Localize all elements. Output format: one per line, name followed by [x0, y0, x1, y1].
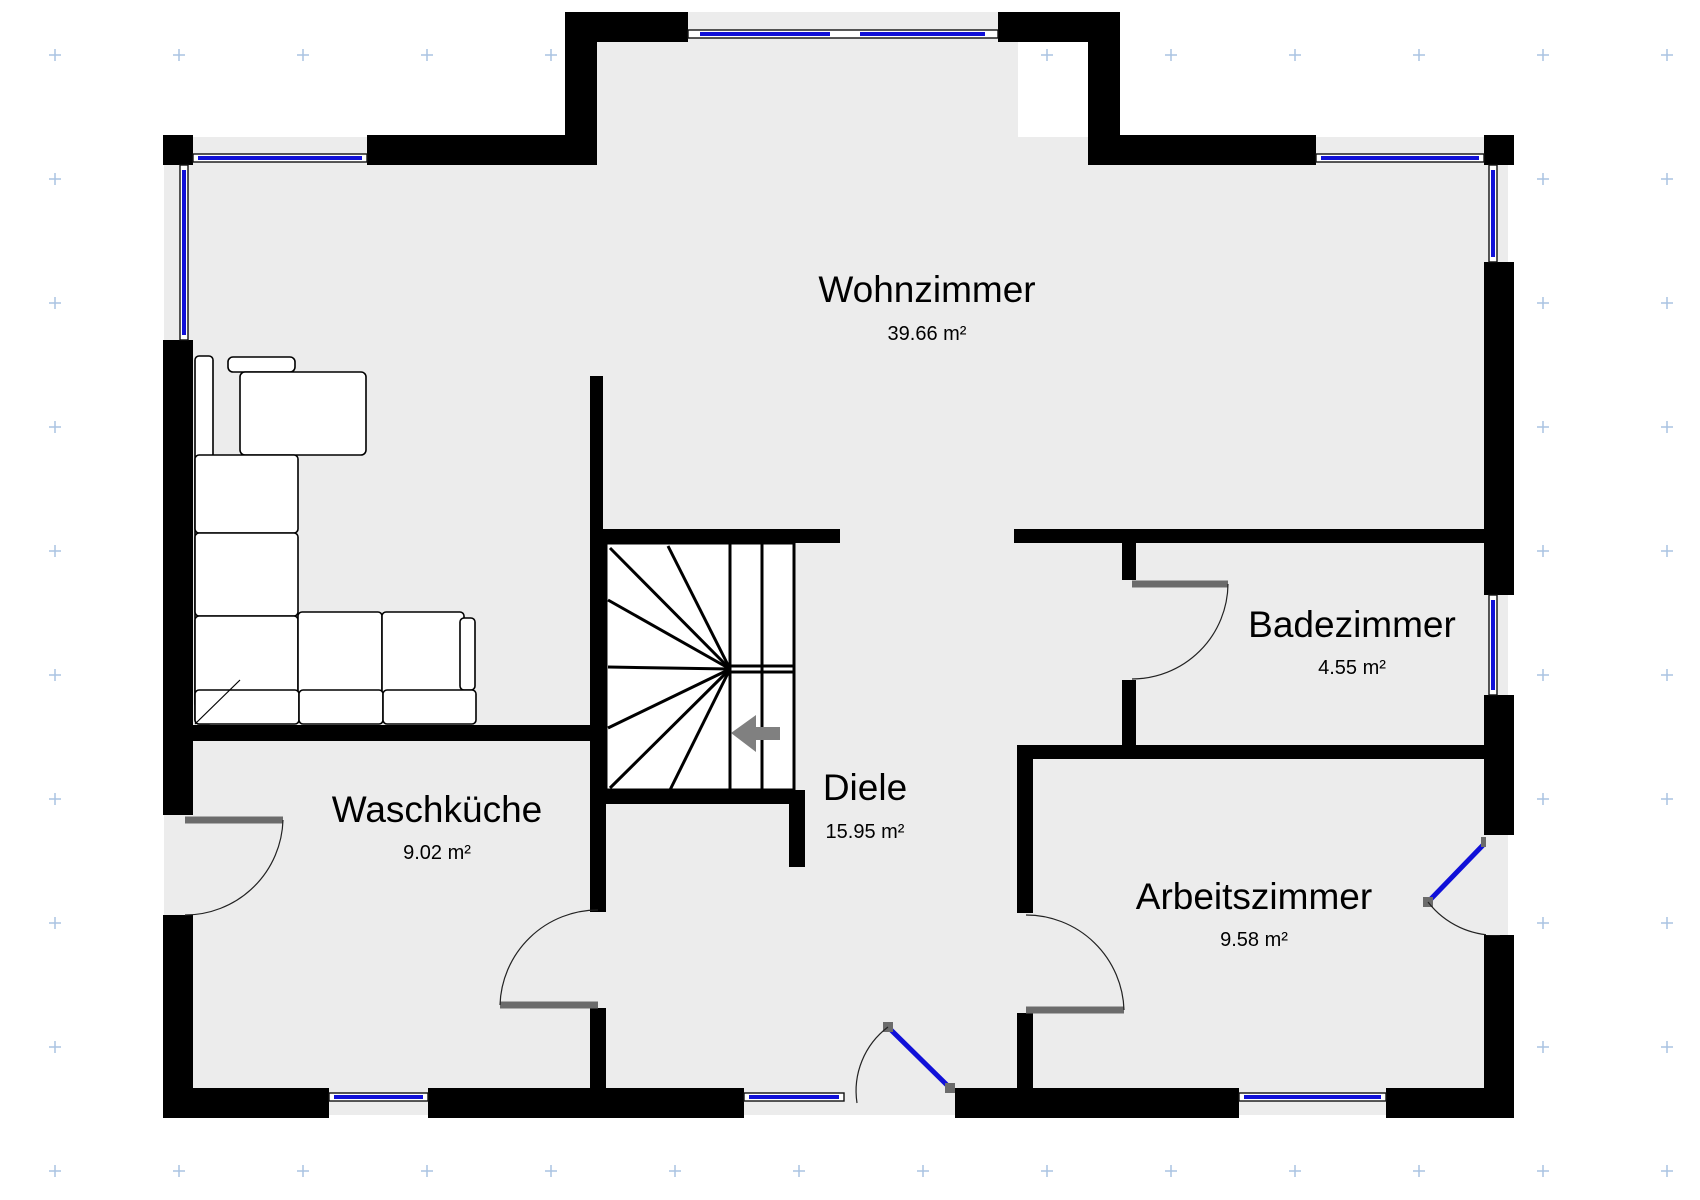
grid-plus-icon	[421, 1165, 433, 1177]
grid-plus-icon	[669, 1165, 681, 1177]
room-label-badezimmer: Badezimmer 4.55 m²	[1248, 604, 1456, 679]
door-laundry-exterior	[184, 816, 284, 916]
grid-plus-icon	[49, 1041, 61, 1053]
grid-plus-icon	[1413, 1165, 1425, 1177]
grid-plus-icon	[1537, 545, 1549, 557]
grid-plus-icon	[1661, 173, 1673, 185]
grid-plus-icon	[1289, 1165, 1301, 1177]
grid-plus-icon	[1537, 49, 1549, 61]
grid-plus-icon	[49, 421, 61, 433]
grid-plus-icon	[1413, 49, 1425, 61]
grid-plus-icon	[1661, 1041, 1673, 1053]
grid-plus-icon	[545, 49, 557, 61]
grid-plus-icon	[49, 917, 61, 929]
grid-plus-icon	[49, 545, 61, 557]
grid-plus-icon	[49, 49, 61, 61]
grid-plus-icon	[793, 1165, 805, 1177]
windows	[179, 29, 1498, 1102]
grid-plus-icon	[1537, 421, 1549, 433]
grid-plus-icon	[1537, 1041, 1549, 1053]
door-entrance	[855, 1022, 955, 1104]
grid-plus-icon	[49, 173, 61, 185]
room-label-wohnzimmer: Wohnzimmer 39.66 m²	[818, 269, 1035, 345]
grid-plus-icon	[545, 1165, 557, 1177]
grid-plus-icon	[1661, 793, 1673, 805]
door-office-exterior	[1423, 835, 1501, 936]
grid-plus-icon	[1537, 669, 1549, 681]
grid-plus-icon	[297, 1165, 309, 1177]
grid-plus-icon	[1661, 545, 1673, 557]
grid-plus-icon	[49, 669, 61, 681]
grid-plus-icon	[1537, 793, 1549, 805]
room-area: 9.58 m²	[1220, 929, 1288, 951]
grid-plus-icon	[1661, 669, 1673, 681]
grid-plus-icon	[1661, 1165, 1673, 1177]
room-name: Diele	[823, 767, 907, 808]
grid-plus-icon	[49, 297, 61, 309]
grid-plus-icon	[1165, 1165, 1177, 1177]
room-label-diele: Diele 15.95 m²	[823, 767, 907, 843]
door-office	[1025, 914, 1125, 1014]
grid-plus-icon	[173, 49, 185, 61]
grid-plus-icon	[297, 49, 309, 61]
window-top-center	[687, 29, 999, 39]
grid-plus-icon	[1289, 49, 1301, 61]
grid-plus-icon	[1537, 917, 1549, 929]
doors	[184, 580, 1501, 1104]
grid-plus-icon	[1537, 173, 1549, 185]
room-name: Wohnzimmer	[818, 269, 1035, 310]
stair-direction-arrow-icon	[731, 715, 780, 752]
grid-plus-icon	[49, 1165, 61, 1177]
room-area: 4.55 m²	[1318, 657, 1386, 679]
door-laundry-hall	[499, 909, 599, 1009]
grid-plus-icon	[173, 1165, 185, 1177]
room-name: Arbeitszimmer	[1136, 876, 1372, 917]
walls	[163, 12, 1514, 1118]
room-label-waschkueche: Waschküche 9.02 m²	[332, 789, 542, 864]
grid-plus-icon	[421, 49, 433, 61]
room-area: 39.66 m²	[888, 323, 967, 345]
grid-plus-icon	[1041, 1165, 1053, 1177]
room-name: Badezimmer	[1248, 604, 1456, 645]
grid-plus-icon	[1661, 297, 1673, 309]
grid-plus-icon	[1661, 917, 1673, 929]
room-area: 15.95 m²	[826, 821, 905, 843]
room-area: 9.02 m²	[403, 842, 471, 864]
grid-plus-icon	[1165, 49, 1177, 61]
floor-areas	[164, 12, 1508, 1115]
door-bathroom	[1131, 580, 1229, 680]
sofa-icon	[194, 355, 477, 725]
room-name: Waschküche	[332, 789, 542, 830]
staircase-icon	[604, 541, 796, 792]
room-label-arbeitszimmer: Arbeitszimmer 9.58 m²	[1136, 876, 1372, 951]
grid-plus-icon	[1537, 1165, 1549, 1177]
grid-plus-icon	[49, 793, 61, 805]
grid-plus-icon	[1661, 49, 1673, 61]
grid-plus-icon	[1041, 49, 1053, 61]
grid-plus-icon	[917, 1165, 929, 1177]
grid-plus-icon	[1661, 421, 1673, 433]
grid-plus-icon	[1537, 297, 1549, 309]
